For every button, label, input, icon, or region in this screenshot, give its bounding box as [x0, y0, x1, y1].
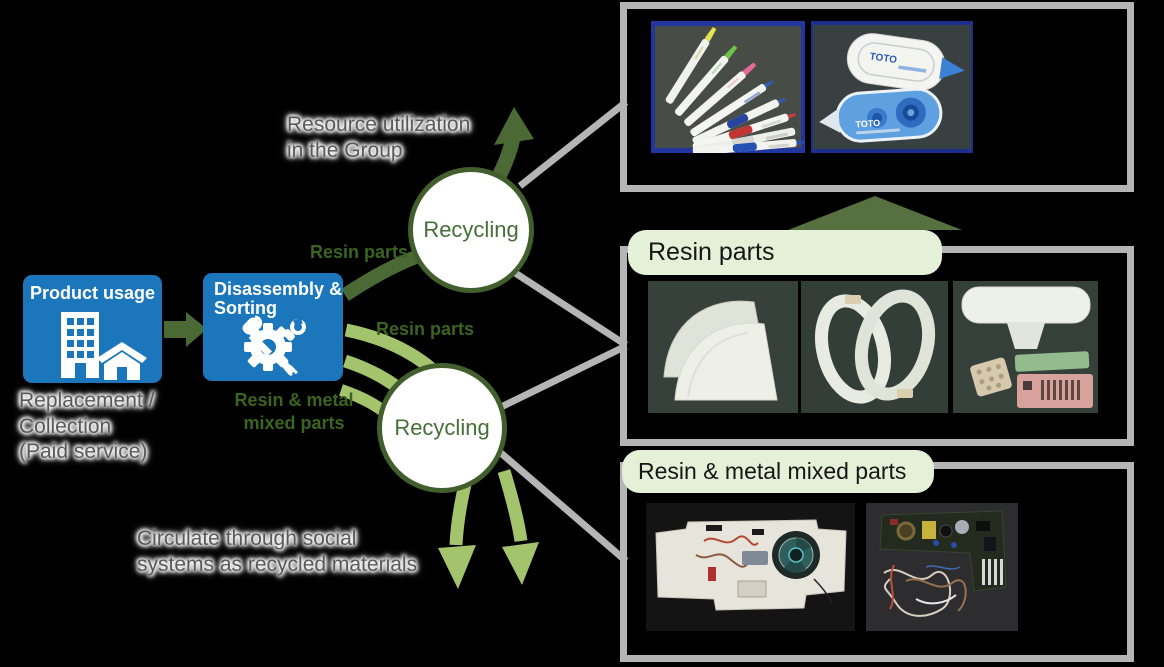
ring-tab-top: [845, 295, 861, 304]
arrow-product-to-disassembly: [164, 312, 207, 347]
photo-circuit-boards: [866, 503, 1018, 631]
disassembly-title-line1: Disassembly &: [214, 279, 343, 299]
green-bar-part: [1014, 351, 1090, 372]
seat-ring-left: [815, 294, 891, 404]
pcb-components: [890, 519, 996, 551]
resource-caption-line1: Resource utilization: [287, 113, 471, 136]
wrench: [283, 317, 306, 341]
chassis-slot-1: [706, 525, 722, 531]
resin-metal-label-line1: Resin & metal: [234, 390, 354, 410]
correction-tape-white: TOTO: [846, 33, 965, 91]
product-usage-title: Product usage: [29, 283, 156, 303]
pen-blue-grip: [692, 97, 787, 145]
house-icon: [97, 342, 147, 380]
photo-toilet-lid-shells: [648, 281, 798, 413]
replacement-caption-line1: Replacement /: [19, 389, 155, 412]
resin-parts-pill-label: Resin parts: [648, 238, 775, 266]
panel-recycled-products: [620, 2, 1134, 192]
recycling-circle-bottom: Recycling: [377, 363, 507, 493]
resin-metal-pill: Resin & metal mixed parts: [622, 450, 934, 493]
circulate-caption: Circulate through social systems as recy…: [137, 526, 417, 577]
correction-tape-blue: TOTO: [819, 87, 943, 143]
resource-utilization-caption: Resource utilization in the Group: [287, 112, 470, 163]
toto-brand-blue-device: TOTO: [855, 118, 880, 130]
hook-detail: [247, 315, 263, 331]
connector-bottom-circle-to-mixed: [491, 444, 629, 564]
pen-red-grip: [692, 113, 797, 151]
recycling-top-label: Recycling: [423, 217, 519, 242]
circulate-caption-line2: systems as recycled materials: [137, 552, 418, 576]
gear-tools-icon: [242, 315, 306, 377]
chassis-recess: [737, 580, 767, 598]
toto-brand-white-device: TOTO: [869, 51, 898, 66]
lid-shell-front: [674, 322, 778, 401]
pen-pink: [684, 62, 757, 127]
connector-top-circle-to-products: [517, 99, 629, 189]
chassis-slot-2: [752, 529, 764, 535]
connector-bottom-circle-to-resin: [495, 342, 628, 413]
pen-green: [674, 45, 738, 116]
replacement-caption: Replacement / Collection (Paid service): [19, 388, 154, 465]
pen-yellow: [665, 27, 717, 104]
photo-chassis-with-fan: [646, 503, 855, 631]
perforated-block: [970, 357, 1012, 397]
arrow-circulate-right-head: [502, 542, 539, 585]
black-wire: [813, 578, 833, 604]
resin-parts-label-top: Resin parts: [309, 242, 409, 262]
resin-metal-pill-label: Resin & metal mixed parts: [638, 458, 907, 484]
arrow-resource-utilization-head: [494, 107, 534, 145]
photo-washlet-parts: [953, 281, 1098, 413]
disassembly-sorting-box: Disassembly & Sorting: [203, 273, 343, 381]
washlet-nozzle-base: [1007, 323, 1045, 349]
resin-parts-label-mid: Resin parts: [375, 319, 475, 339]
pen-blue-clip: [690, 80, 774, 137]
circulate-caption-line1: Circulate through social: [137, 527, 357, 550]
photo-toilet-seat-rings: [801, 281, 948, 413]
ring-tab-bottom: [897, 389, 913, 398]
washlet-body: [961, 286, 1091, 324]
arrow-circulate-right-shaft: [497, 469, 528, 542]
connector-top-circle-to-resin: [504, 264, 628, 348]
brown-wire: [695, 553, 751, 568]
photo-stationery-pens: [651, 21, 805, 153]
replacement-caption-line2: Collection: [19, 414, 112, 438]
wire-tangle: [883, 564, 967, 617]
product-usage-box: Product usage: [23, 275, 162, 383]
resin-parts-pill: Resin parts: [628, 230, 942, 275]
replacement-caption-line3: (Paid service): [19, 440, 148, 464]
disassembly-title-line2: Sorting: [214, 298, 277, 319]
resin-metal-label-line2: mixed parts: [243, 413, 345, 434]
building-icon: [61, 312, 99, 378]
arrow-circulate-left-head: [438, 545, 476, 589]
cooling-fan: [772, 531, 820, 579]
pen-blue-tip: [692, 139, 805, 153]
lid-shell-seam: [687, 332, 749, 398]
red-connector: [708, 567, 716, 581]
resin-to-products-arrowhead: [788, 196, 962, 230]
pink-vented-panel: [1017, 374, 1093, 408]
gray-module: [742, 551, 768, 565]
red-wire: [703, 535, 759, 546]
resin-metal-label: Resin & metal mixed parts: [234, 389, 354, 436]
resource-caption-line2: in the Group: [287, 138, 403, 162]
seat-ring-right: [854, 289, 936, 401]
recycling-circle-top: Recycling: [408, 167, 534, 293]
photo-correction-tapes: TOTO TOTO: [811, 21, 973, 153]
recycling-bottom-label: Recycling: [394, 415, 490, 440]
heatsink-fins: [982, 559, 1003, 585]
